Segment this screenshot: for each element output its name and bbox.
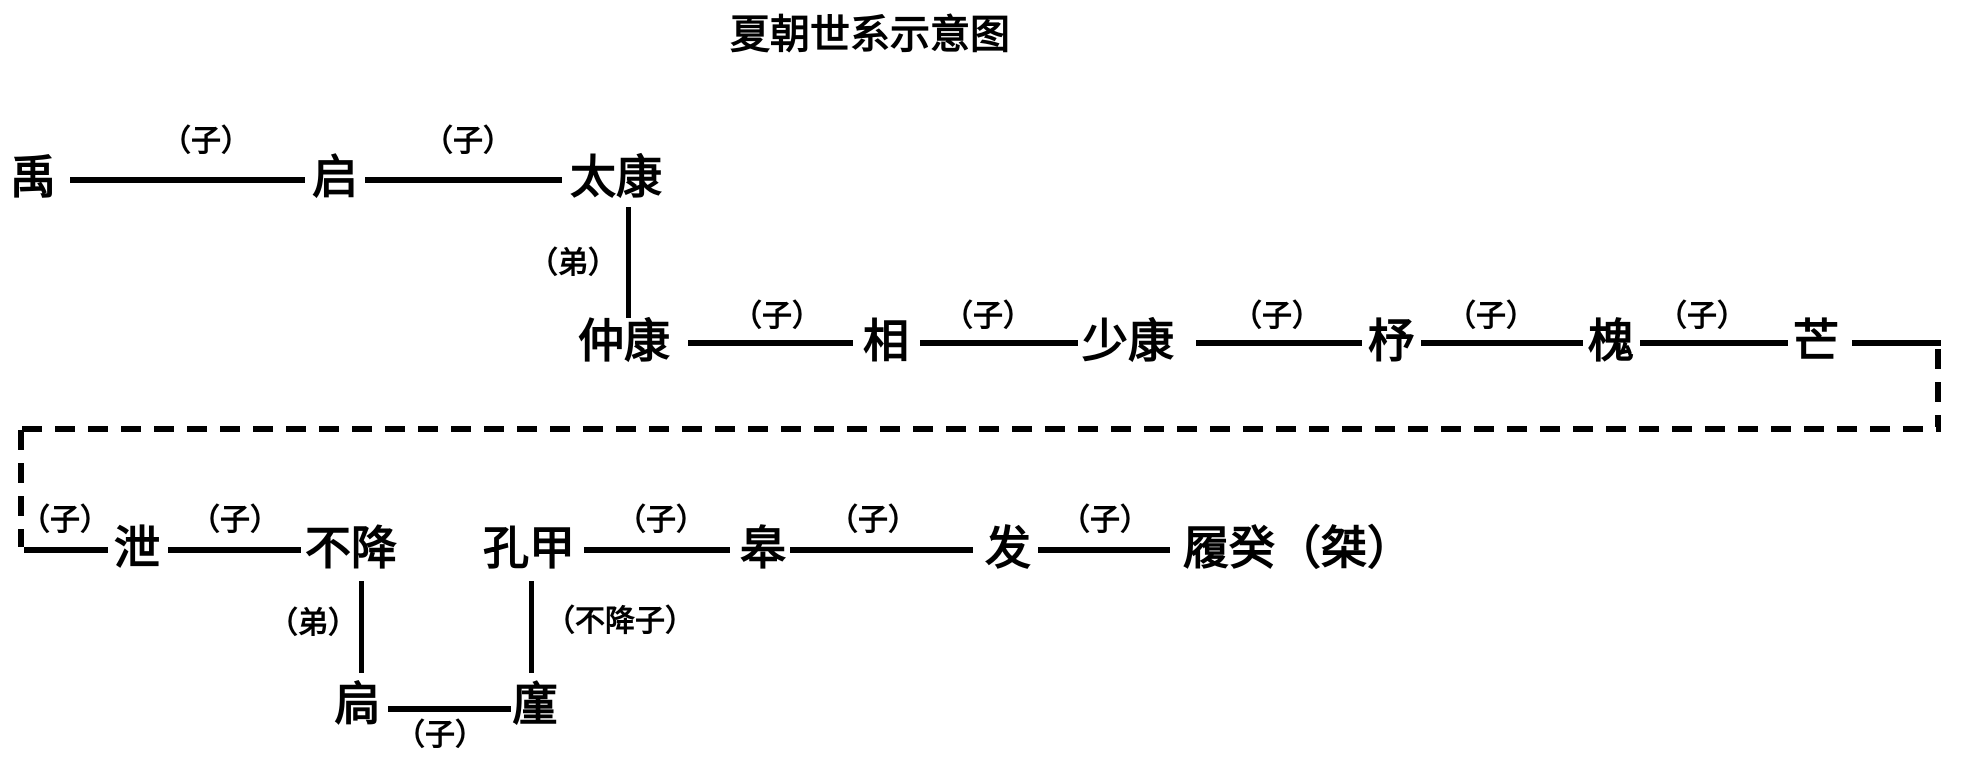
label-son-jiong-jin: （子） bbox=[395, 719, 485, 752]
label-son-yu-qi: （子） bbox=[161, 125, 251, 158]
line-taikang-zhongkang bbox=[626, 207, 631, 318]
diagram-title: 夏朝世系示意图 bbox=[730, 12, 1010, 57]
node-mang: 芒 bbox=[1793, 316, 1839, 367]
line-jiong-jin bbox=[388, 706, 511, 712]
label-son-xie-bujiang: （子） bbox=[190, 504, 280, 537]
line-kongjia-jin bbox=[529, 581, 534, 673]
line-mang-continuation bbox=[1852, 340, 1941, 346]
line-bujiang-jiong bbox=[359, 581, 364, 673]
node-xiang: 相 bbox=[863, 316, 909, 367]
label-brother-taikang-zhongkang: （弟） bbox=[528, 247, 618, 280]
line-in-xie bbox=[24, 547, 108, 553]
node-lugui-jie: 履癸（桀） bbox=[1183, 523, 1413, 574]
node-bujiang: 不降 bbox=[305, 523, 397, 574]
node-jiong: 扃 bbox=[334, 679, 380, 730]
label-son-huai-mang: （子） bbox=[1657, 300, 1747, 333]
node-fa: 发 bbox=[985, 523, 1031, 574]
line-shaokang-zhu bbox=[1196, 340, 1362, 346]
dashed-connector-horizontal bbox=[22, 426, 1941, 432]
line-kongjia-gao bbox=[584, 547, 730, 553]
node-taikang: 太康 bbox=[570, 152, 662, 203]
line-zhongkang-xiang bbox=[688, 340, 853, 346]
line-fa-lugui bbox=[1038, 547, 1170, 553]
label-son-mang-xie: （子） bbox=[20, 504, 110, 537]
dashed-connector-left-vertical bbox=[18, 430, 24, 547]
label-son-gao-fa: （子） bbox=[828, 504, 918, 537]
node-huai: 槐 bbox=[1588, 316, 1634, 367]
node-qi: 启 bbox=[312, 152, 358, 203]
label-brother-bujiang-jiong: （弟） bbox=[268, 607, 358, 640]
line-huai-mang bbox=[1640, 340, 1788, 346]
label-son-xiang-shaokang: （子） bbox=[943, 300, 1033, 333]
node-gao: 皋 bbox=[740, 523, 786, 574]
node-kongjia: 孔甲 bbox=[483, 523, 575, 574]
line-gao-fa bbox=[790, 547, 973, 553]
line-xie-bujiang bbox=[168, 547, 301, 553]
label-son-fa-lugui: （子） bbox=[1060, 504, 1150, 537]
node-zhu: 杼 bbox=[1368, 316, 1414, 367]
node-jin: 廑 bbox=[512, 679, 558, 730]
line-xiang-shaokang bbox=[920, 340, 1078, 346]
line-qi-taikang bbox=[365, 177, 562, 183]
label-son-shaokang-zhu: （子） bbox=[1232, 300, 1322, 333]
label-son-zhongkang-xiang: （子） bbox=[732, 300, 822, 333]
label-son-qi-taikang: （子） bbox=[423, 125, 513, 158]
dashed-connector-right-vertical bbox=[1935, 349, 1941, 427]
label-bujiang-son-jin: （不降子） bbox=[545, 605, 695, 638]
node-zhongkang: 仲康 bbox=[578, 316, 670, 367]
node-shaokang: 少康 bbox=[1082, 316, 1174, 367]
line-yu-qi bbox=[70, 177, 305, 183]
label-son-kongjia-gao: （子） bbox=[616, 504, 706, 537]
node-yu: 禹 bbox=[10, 152, 56, 203]
label-son-zhu-huai: （子） bbox=[1446, 300, 1536, 333]
line-zhu-huai bbox=[1421, 340, 1583, 346]
node-xie: 泄 bbox=[114, 523, 160, 574]
